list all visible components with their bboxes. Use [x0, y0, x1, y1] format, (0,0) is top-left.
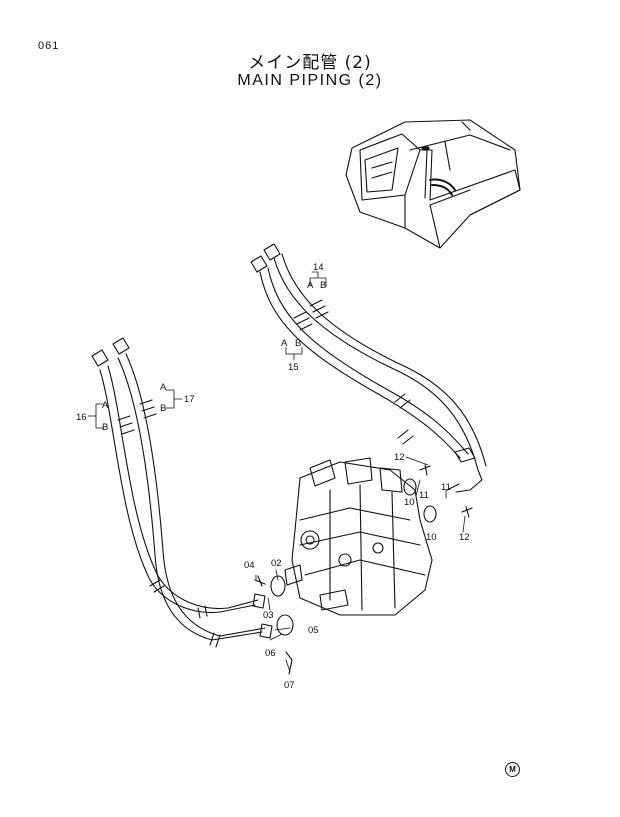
- callout-02: 02: [271, 558, 282, 569]
- port-b-14: B: [320, 280, 326, 291]
- port-b-16: B: [102, 422, 108, 433]
- callout-15: 15: [288, 362, 299, 373]
- callout-11-left: 11: [419, 490, 429, 501]
- title-english: MAIN PIPING (2): [237, 72, 383, 89]
- port-a-16: A: [102, 400, 109, 411]
- port-b-15: B: [295, 338, 301, 349]
- title-japanese: メイン配管 (2): [248, 53, 372, 73]
- port-a-17: A: [160, 382, 167, 393]
- callout-16: 16: [76, 412, 87, 423]
- left-hose-pair: [91, 337, 273, 648]
- callout-10-lower: 10: [426, 532, 437, 543]
- callout-04: 04: [244, 560, 255, 571]
- port-a-15: A: [281, 338, 288, 349]
- callout-07: 07: [284, 680, 295, 691]
- callout-12-upper: 12: [394, 452, 405, 463]
- callout-06: 06: [265, 648, 276, 659]
- control-valve: [284, 457, 433, 616]
- fittings: [254, 464, 473, 675]
- callout-12-lower: 12: [459, 532, 470, 543]
- page-number: 061: [38, 40, 60, 52]
- upper-hose-pair: [250, 243, 487, 493]
- callout-14: 14: [313, 262, 324, 273]
- machine-location-inset: [345, 119, 521, 249]
- leader-lines: [87, 271, 466, 673]
- callout-17: 17: [184, 394, 195, 405]
- callout-05: 05: [308, 625, 319, 636]
- port-a-14: A: [307, 280, 314, 291]
- manufacturer-mark: M: [505, 762, 520, 777]
- callout-03: 03: [263, 610, 274, 621]
- callout-10-upper: 10: [404, 497, 415, 508]
- port-b-17: B: [160, 403, 166, 414]
- callout-11-right: 11: [441, 482, 451, 493]
- callout-labels: 14 A B A B 15 16 A B A B 17 12 11 11 10 …: [76, 262, 470, 691]
